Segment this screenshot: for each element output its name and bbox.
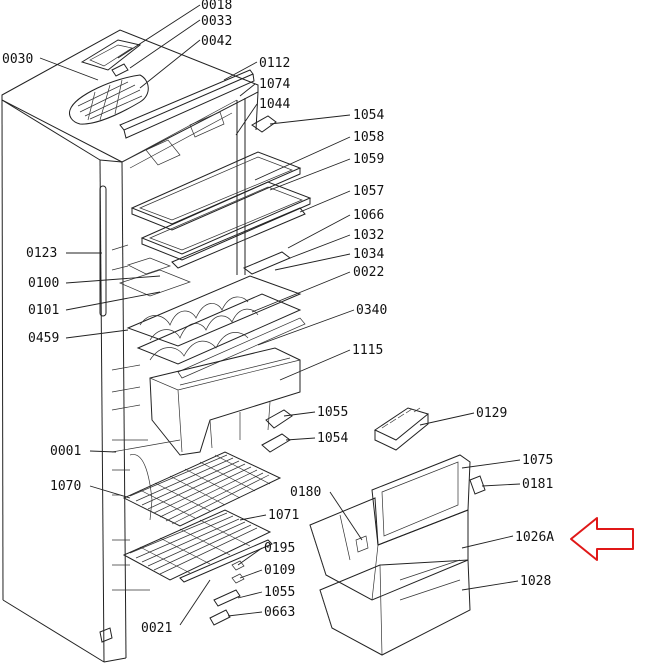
part-label-1034: 1034 [353,247,384,262]
part-label-1059: 1059 [353,152,384,167]
part-label-1054-mid: 1054 [317,431,348,446]
part-label-1066: 1066 [353,208,384,223]
leader-lines [39,4,521,626]
part-label-1028: 1028 [520,574,551,589]
part-label-0033: 0033 [201,14,232,29]
part-label-1055-mid: 1055 [317,405,348,420]
highlight-arrow-icon [570,517,634,561]
crisper-drawer-drawing [149,347,301,456]
ice-tray-drawing [373,407,430,451]
wire-shelves-drawing [99,451,282,643]
part-labels: 0018 0033 0042 0030 0112 1074 1044 1054 … [2,0,554,636]
part-label-0100: 0100 [28,276,59,291]
part-label-1071: 1071 [268,508,299,523]
part-label-1054-top: 1054 [353,108,384,123]
part-label-1070: 1070 [50,479,81,494]
part-label-0001: 0001 [50,444,81,459]
part-label-0112: 0112 [259,56,290,71]
part-label-1032: 1032 [353,228,384,243]
top-components-drawing [69,39,277,166]
part-label-0022: 0022 [353,265,384,280]
part-label-0180: 0180 [290,485,321,500]
part-label-0042: 0042 [201,34,232,49]
part-label-0109: 0109 [264,563,295,578]
freezer-drawers-drawing [309,454,486,656]
part-label-1075: 1075 [522,453,553,468]
part-label-1058: 1058 [353,130,384,145]
part-label-0129: 0129 [476,406,507,421]
part-label-1057: 1057 [353,184,384,199]
part-label-1055-bottom: 1055 [264,585,295,600]
wine-rack-drawing [126,275,306,379]
part-label-1115: 1115 [352,343,383,358]
cabinet-drawing [1,29,259,663]
part-label-0030: 0030 [2,52,33,67]
part-label-1026A: 1026A [515,530,554,545]
part-label-0101: 0101 [28,303,59,318]
part-label-0340: 0340 [356,303,387,318]
part-label-0195: 0195 [264,541,295,556]
part-label-0123: 0123 [26,246,57,261]
part-label-0459: 0459 [28,331,59,346]
part-label-0663: 0663 [264,605,295,620]
part-label-0018: 0018 [201,0,232,13]
part-label-1074: 1074 [259,77,290,92]
part-label-0021: 0021 [141,621,172,636]
part-label-1044: 1044 [259,97,290,112]
part-label-0181: 0181 [522,477,553,492]
glass-shelves-drawing [119,151,312,297]
